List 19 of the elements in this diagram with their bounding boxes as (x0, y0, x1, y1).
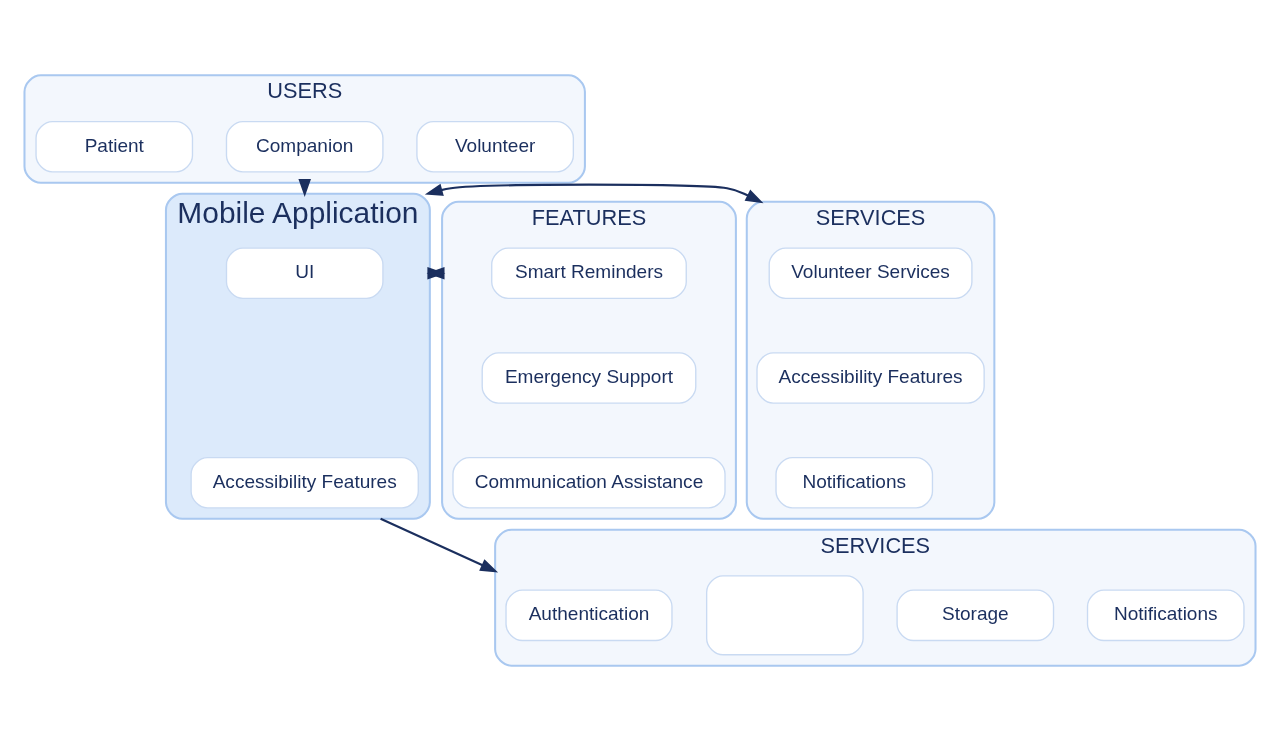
arrow (380, 517, 499, 572)
node-box: Patient (35, 120, 194, 173)
node-box: UI (225, 246, 384, 299)
arrow (426, 266, 446, 280)
node-box: Smart Reminders (491, 246, 687, 299)
arrow (424, 183, 764, 203)
node-box: Accessibility Features (190, 456, 419, 509)
node-box: Volunteer (416, 120, 575, 173)
node-box: Communication Assistance (452, 456, 726, 509)
node-box: Notifications (1086, 589, 1245, 641)
node-box: Notifications (775, 456, 934, 509)
node-box: Volunteer Services (768, 246, 973, 299)
node-box: Storage (896, 589, 1055, 641)
node-box: Accessibility Features (756, 351, 985, 404)
node-box (705, 574, 864, 655)
node-box: Emergency Support (481, 351, 697, 404)
node-box: Authentication (505, 589, 673, 641)
node-box: Companion (225, 120, 384, 173)
arrow (298, 178, 311, 197)
